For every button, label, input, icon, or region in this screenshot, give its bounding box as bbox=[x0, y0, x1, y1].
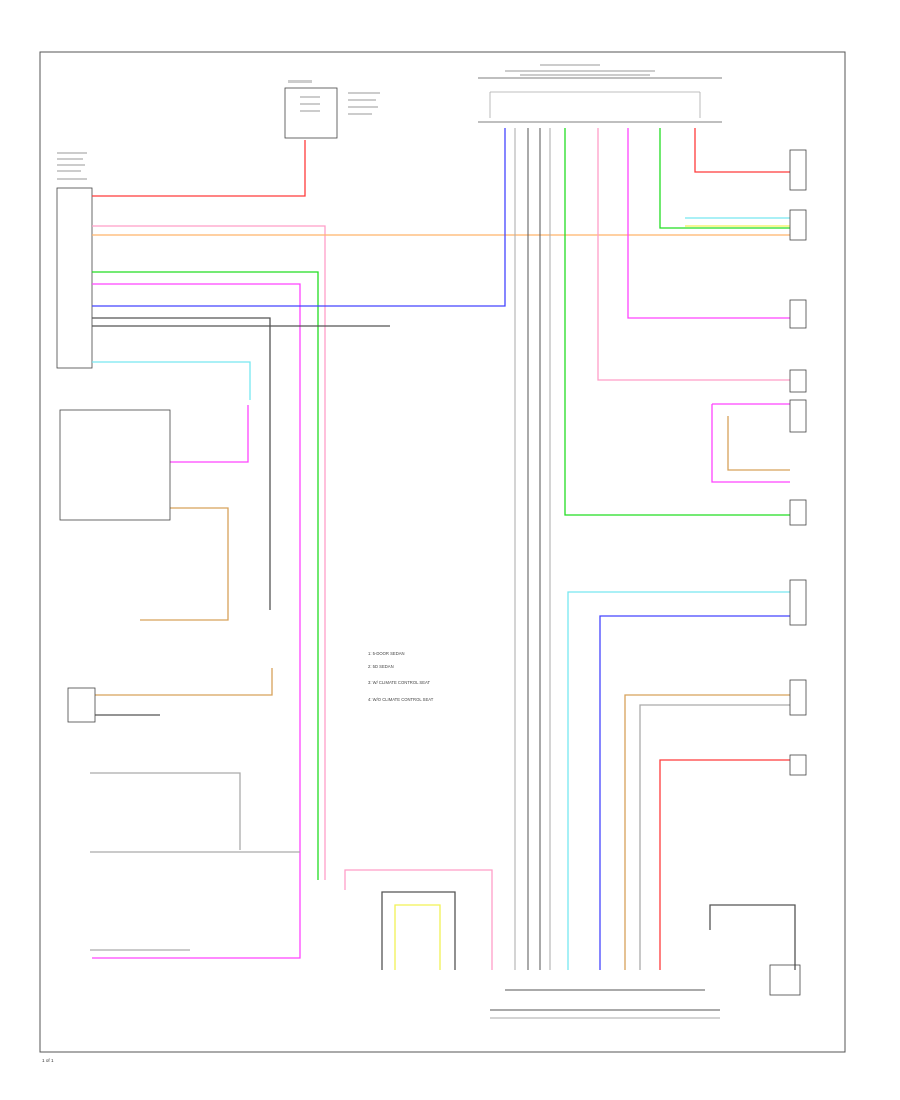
legend-item-2: 2: 5D SEDAN bbox=[368, 664, 394, 669]
diagram-frame bbox=[39, 51, 846, 1053]
lower-sensor-box bbox=[67, 687, 96, 723]
legend-item-4: 4: W/O CLIMATE CONTROL SEAT bbox=[368, 697, 434, 702]
page-label: 1 of 1 bbox=[42, 1058, 54, 1063]
wire-pink-right-1 bbox=[597, 128, 790, 381]
wire-blue-main bbox=[92, 128, 506, 307]
right-components bbox=[769, 149, 807, 996]
legend-item-3: 3: W/ CLIMATE CONTROL SEAT bbox=[368, 680, 430, 685]
wire-black-ground bbox=[92, 317, 271, 610]
wire-tan-right-2 bbox=[624, 694, 790, 970]
wire-pink-1 bbox=[92, 225, 326, 880]
wire-pink-bottom bbox=[344, 869, 493, 970]
wire-cyan-left bbox=[92, 361, 251, 400]
wire-green-right-top bbox=[659, 128, 790, 229]
legend: 1: 5-DOOR SEDAN 2: 5D SEDAN 3: W/ CLIMAT… bbox=[368, 651, 434, 702]
legend-item-1: 1: 5-DOOR SEDAN bbox=[368, 651, 405, 656]
wire-magenta-1 bbox=[92, 283, 301, 959]
wire-magenta-right-1 bbox=[627, 128, 790, 319]
wire-green-right-2 bbox=[564, 128, 790, 516]
wire-magenta-switch bbox=[170, 405, 249, 463]
left-module-box bbox=[56, 187, 93, 369]
wire-tan-switch bbox=[140, 507, 229, 621]
wire-magenta-right-2 bbox=[711, 403, 790, 483]
bottom-bus bbox=[490, 989, 720, 1019]
wire-tan-lower bbox=[95, 668, 273, 696]
wire-cyan-right-2 bbox=[567, 591, 790, 970]
wire-red-right-2 bbox=[659, 759, 790, 970]
top-connector-header bbox=[478, 64, 722, 123]
wire-green-1 bbox=[92, 271, 319, 880]
fuse-box bbox=[284, 87, 338, 139]
wire-gray-right bbox=[639, 704, 790, 970]
wire-yellow-bottom bbox=[394, 904, 441, 970]
wire-blue-right bbox=[599, 615, 790, 970]
wire-black-bottom-right bbox=[709, 904, 796, 970]
wire-gray-bus-1 bbox=[90, 772, 241, 850]
wire-red-right bbox=[694, 128, 790, 173]
wire-red-fuse bbox=[92, 140, 306, 197]
wire-tan-right bbox=[727, 416, 790, 471]
fuse-box-lines bbox=[288, 80, 380, 115]
trunk-lines bbox=[514, 128, 551, 970]
wire-black-bottom bbox=[381, 891, 456, 970]
left-module-label bbox=[57, 152, 87, 180]
seat-switch-box bbox=[59, 409, 171, 521]
